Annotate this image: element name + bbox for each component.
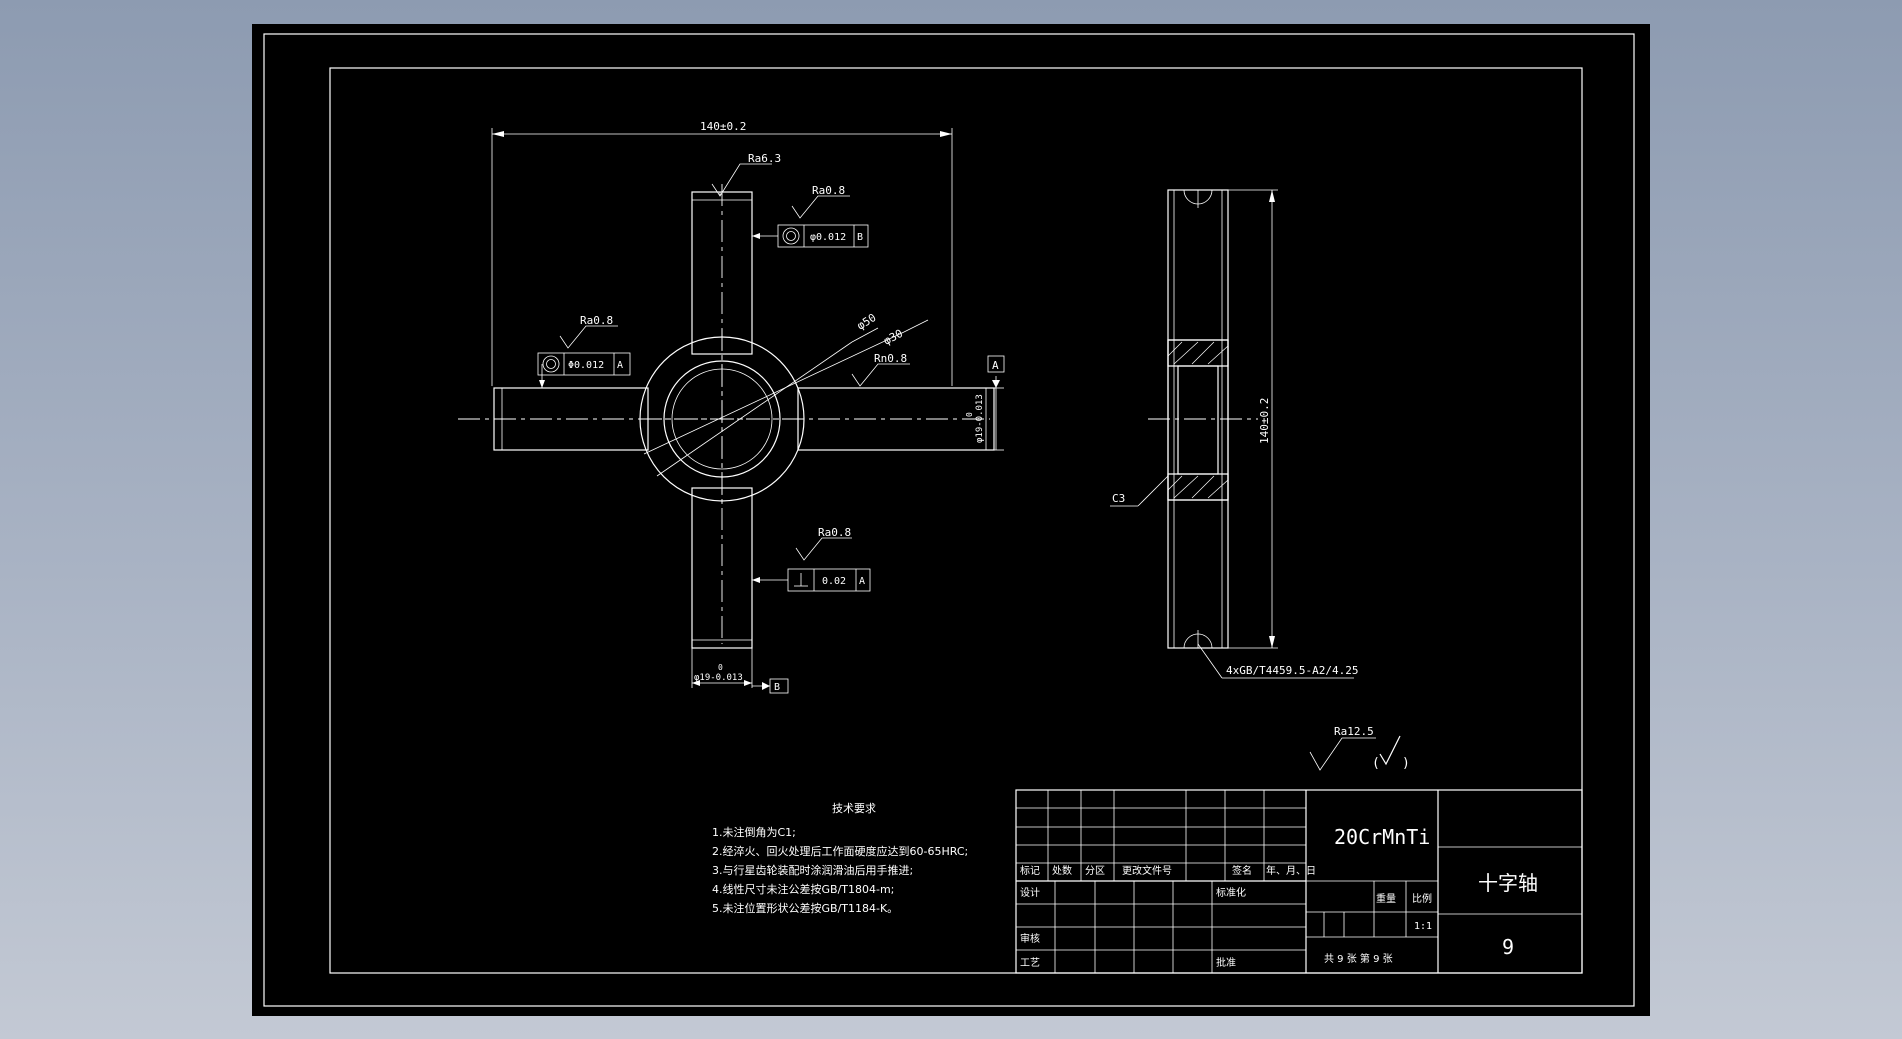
scale-value: 1:1 bbox=[1414, 921, 1432, 932]
svg-text:工艺: 工艺 bbox=[1020, 957, 1040, 969]
svg-text:设计: 设计 bbox=[1020, 886, 1040, 899]
datum-a-box bbox=[987, 355, 1005, 373]
svg-text:分区: 分区 bbox=[1085, 865, 1105, 877]
cad-drawing: φ50 φ30 140±0.2 φ19-0.013 0 A φ19-0.013 … bbox=[263, 33, 1635, 1007]
svg-text:审核: 审核 bbox=[1020, 932, 1040, 945]
bottom-shaft-dia: φ19-0.013 bbox=[694, 673, 743, 683]
svg-text:0: 0 bbox=[718, 663, 723, 672]
general-roughness: Ra12.5 ( ) bbox=[1309, 725, 1410, 771]
part-name: 十字轴 bbox=[1478, 871, 1538, 895]
svg-text:年、月、日: 年、月、日 bbox=[1266, 864, 1316, 877]
fcf-lower bbox=[787, 568, 871, 592]
roughness-left: Ra0.8 bbox=[580, 314, 613, 327]
inner-frame bbox=[329, 67, 1583, 974]
datum-b-label: B bbox=[774, 682, 780, 693]
fcf-lower-value: 0.02 bbox=[822, 576, 846, 587]
svg-text:重量: 重量 bbox=[1376, 892, 1396, 905]
roughness-upper: Ra0.8 bbox=[812, 184, 845, 197]
chamfer-label: C3 bbox=[1112, 492, 1125, 505]
tech-item-5: 5.未注位置形状公差按GB/T1184-K。 bbox=[712, 901, 898, 915]
fcf-lower-datum: A bbox=[859, 576, 865, 587]
svg-text:标准化: 标准化 bbox=[1216, 886, 1246, 899]
roughness-top: Ra6.3 bbox=[748, 152, 781, 165]
side-view: 140±0.2 C3 4xGB/T4459.5-A2/4.25 bbox=[1110, 189, 1358, 679]
center-hole-note: 4xGB/T4459.5-A2/4.25 bbox=[1226, 664, 1358, 677]
tech-item-3: 3.与行星齿轮装配时涂润滑油后用手推进; bbox=[712, 863, 913, 877]
dia-inner-label: φ30 bbox=[881, 327, 905, 348]
tech-title: 技术要求 bbox=[832, 802, 876, 815]
fcf-left-datum: A bbox=[617, 360, 623, 371]
svg-text:更改文件号: 更改文件号 bbox=[1122, 864, 1172, 877]
drawing-number: 9 bbox=[1502, 935, 1514, 959]
svg-text:): ) bbox=[1402, 756, 1410, 771]
datum-a-label: A bbox=[992, 359, 999, 372]
side-dimension: 140±0.2 bbox=[1258, 398, 1271, 444]
technical-requirements: 技术要求 1.未注倒角为C1; 2.经淬火、回火处理后工作面硬度应达到60-65… bbox=[712, 802, 968, 915]
title-block: 标记 处数 分区 更改文件号 签名 年、月、日 设计 标准化 审核 工艺 批准 … bbox=[1015, 789, 1583, 974]
roughness-right: Rn0.8 bbox=[874, 352, 907, 365]
fcf-upper-value: φ0.012 bbox=[810, 232, 846, 243]
sheet-count: 共 9 张 第 9 张 bbox=[1324, 952, 1393, 965]
svg-text:处数: 处数 bbox=[1052, 864, 1072, 877]
fcf-left bbox=[537, 352, 631, 376]
top-arm bbox=[691, 191, 753, 355]
fcf-upper bbox=[777, 224, 869, 248]
svg-text:标记: 标记 bbox=[1020, 865, 1040, 877]
svg-text:比例: 比例 bbox=[1412, 892, 1432, 905]
right-shaft-dia: φ19-0.013 bbox=[975, 394, 985, 443]
roughness-lower: Ra0.8 bbox=[818, 526, 851, 539]
svg-text:签名: 签名 bbox=[1232, 864, 1252, 877]
fcf-upper-datum: B bbox=[857, 232, 863, 243]
outer-frame bbox=[263, 33, 1635, 1007]
datum-b-box bbox=[769, 678, 789, 694]
drawing-sheet: φ50 φ30 140±0.2 φ19-0.013 0 A φ19-0.013 … bbox=[252, 24, 1650, 1016]
tech-item-1: 1.未注倒角为C1; bbox=[712, 825, 796, 839]
svg-text:0: 0 bbox=[965, 412, 974, 417]
side-bore bbox=[1177, 365, 1219, 475]
front-view: φ50 φ30 140±0.2 φ19-0.013 0 A φ19-0.013 … bbox=[458, 120, 1005, 694]
fcf-left-value: Φ0.012 bbox=[568, 360, 604, 371]
svg-text:(: ( bbox=[1372, 756, 1380, 771]
svg-text:批准: 批准 bbox=[1216, 956, 1236, 969]
tech-item-2: 2.经淬火、回火处理后工作面硬度应达到60-65HRC; bbox=[712, 844, 968, 858]
svg-text:Ra12.5: Ra12.5 bbox=[1334, 725, 1374, 738]
tech-item-4: 4.线性尺寸未注公差按GB/T1804-m; bbox=[712, 882, 894, 896]
overall-dimension: 140±0.2 bbox=[700, 120, 746, 133]
material: 20CrMnTi bbox=[1334, 825, 1430, 849]
